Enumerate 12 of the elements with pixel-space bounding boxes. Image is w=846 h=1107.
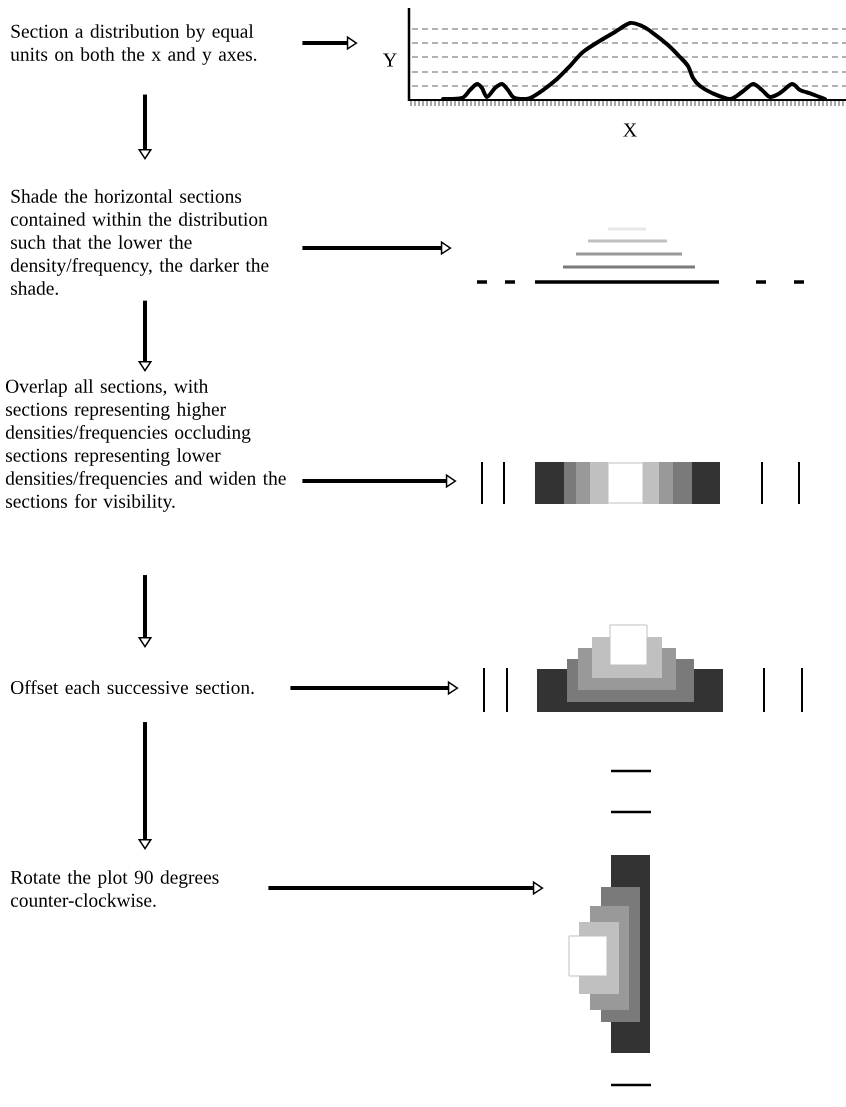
step-description: Rotate the plot 90 degrees counter-clockwise. — [10, 870, 219, 907]
distribution-plot-drawing — [407, 8, 846, 107]
step-description: Section a distribution by equal units on both the x and y axes. — [10, 24, 257, 65]
stacked-sections-drawing — [483, 624, 803, 713]
step-description: Shade the horizontal sections contained within the distribution such that the lower the density/frequency, the darker the shade. — [10, 189, 269, 295]
step-description: Overlap all sections, with sections representing higher densities/frequencies occluding sections representing lower densities/frequencies and widen the sections for visibility. — [5, 379, 286, 512]
shaded-band-drawing — [481, 461, 800, 505]
rotated-plot-drawing — [568, 769, 651, 1087]
axis-label: X — [623, 123, 637, 137]
section-lines-drawing — [477, 227, 804, 284]
step-description: Offset each successive section. — [11, 680, 254, 695]
axis-label: Y — [383, 53, 397, 67]
